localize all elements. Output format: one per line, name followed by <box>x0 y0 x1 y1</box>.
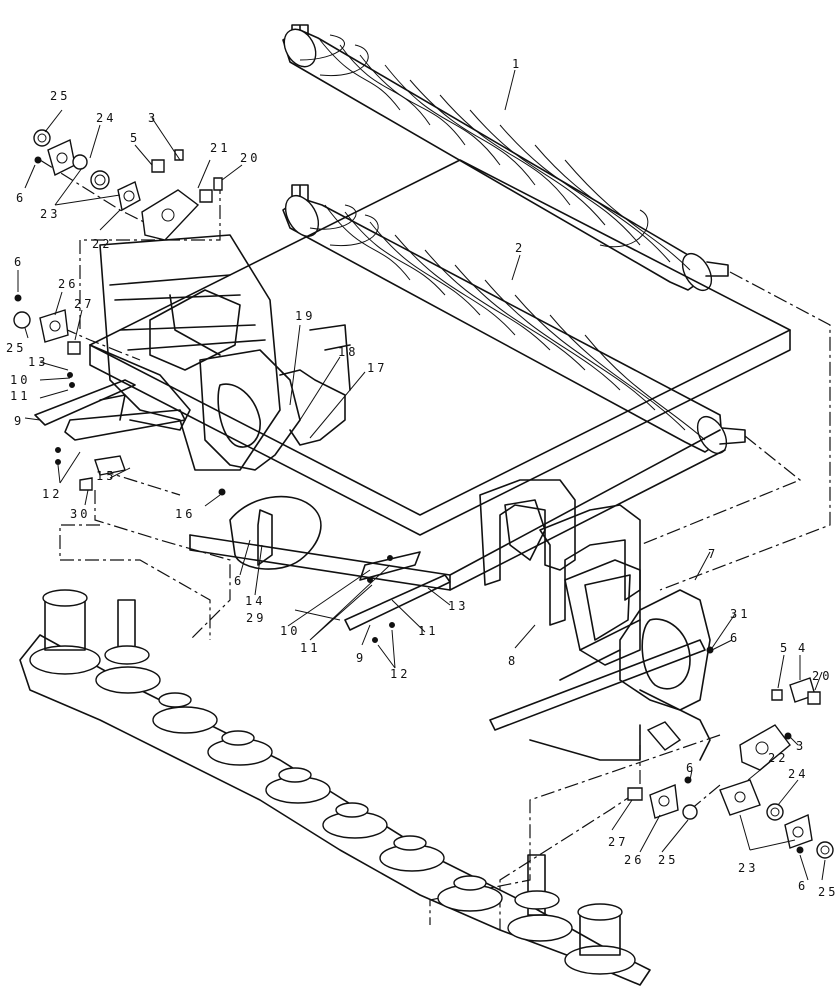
disc-8 <box>437 875 503 912</box>
callout-18: 18 <box>338 345 358 359</box>
conditioner-roll-upper <box>282 24 729 292</box>
callout-20: 20 <box>812 669 832 683</box>
callout-11: 11 <box>10 389 30 403</box>
callout-26: 26 <box>58 277 78 291</box>
callout-8: 8 <box>508 654 518 668</box>
callout-24: 24 <box>96 111 116 125</box>
callout-23: 23 <box>738 861 758 875</box>
callout-25: 25 <box>818 885 838 899</box>
callout-6: 6 <box>686 761 696 775</box>
callout-22: 22 <box>768 751 788 765</box>
callout-11: 11 <box>418 624 438 638</box>
callout-25: 25 <box>50 89 70 103</box>
right-gearbox-cover <box>489 589 711 761</box>
disc-10 <box>564 903 636 975</box>
callout-4: 4 <box>798 641 808 655</box>
callout-5: 5 <box>780 641 790 655</box>
disc-5 <box>265 767 331 804</box>
conditioner-roll-lower <box>282 184 746 455</box>
callout-31: 31 <box>730 607 750 621</box>
callout-6: 6 <box>798 879 808 893</box>
callout-25: 25 <box>658 853 678 867</box>
callout-labels: 1 2 3 3 4 5 5 6 6 6 6 6 6 7 8 9 9 10 10 … <box>6 57 838 899</box>
callout-5: 5 <box>130 131 140 145</box>
alignment-lines <box>39 159 831 930</box>
callout-3: 3 <box>148 111 158 125</box>
callout-6: 6 <box>16 191 26 205</box>
cutter-bar <box>19 589 651 986</box>
callout-7: 7 <box>708 547 718 561</box>
callout-30: 30 <box>70 507 90 521</box>
leader-lines <box>17 69 826 881</box>
callout-12: 12 <box>390 667 410 681</box>
callout-1: 1 <box>512 57 522 71</box>
callout-26: 26 <box>624 853 644 867</box>
callout-13: 13 <box>28 355 48 369</box>
disc-2 <box>95 599 161 694</box>
disc-9 <box>507 854 573 942</box>
callout-10: 10 <box>280 624 300 638</box>
floor-cutout <box>229 495 322 570</box>
disc-1 <box>29 589 101 675</box>
callout-10: 10 <box>10 373 30 387</box>
disc-7 <box>379 835 445 872</box>
right-uprights <box>479 479 641 666</box>
callout-24: 24 <box>788 767 808 781</box>
callout-17: 17 <box>367 361 387 375</box>
callout-27: 27 <box>608 835 628 849</box>
callout-13: 13 <box>448 599 468 613</box>
callout-19: 19 <box>295 309 315 323</box>
center-bracket <box>344 551 451 643</box>
callout-11: 11 <box>300 641 320 655</box>
right-bearing-stack <box>627 646 834 859</box>
disc-3 <box>152 692 218 734</box>
disc-4 <box>207 730 273 766</box>
left-upper-bearing-stack <box>33 129 223 241</box>
left-lower-bearing <box>13 294 81 355</box>
left-linkage <box>34 372 226 496</box>
callout-2: 2 <box>515 241 525 255</box>
callout-12: 12 <box>42 487 62 501</box>
callout-27: 27 <box>74 297 94 311</box>
callout-22: 22 <box>92 237 112 251</box>
callout-6: 6 <box>234 574 244 588</box>
callout-6: 6 <box>14 255 24 269</box>
disc-6 <box>322 802 388 839</box>
callout-6: 6 <box>730 631 740 645</box>
callout-20: 20 <box>240 151 260 165</box>
callout-29: 29 <box>246 611 266 625</box>
callout-23: 23 <box>40 207 60 221</box>
callout-16: 16 <box>175 507 195 521</box>
callout-21: 21 <box>210 141 230 155</box>
main-frame <box>89 159 791 591</box>
callout-9: 9 <box>356 651 366 665</box>
callout-14: 14 <box>245 594 265 608</box>
callout-3: 3 <box>796 739 806 753</box>
callout-25: 25 <box>6 341 26 355</box>
callout-9: 9 <box>14 414 24 428</box>
callout-15: 15 <box>96 469 116 483</box>
